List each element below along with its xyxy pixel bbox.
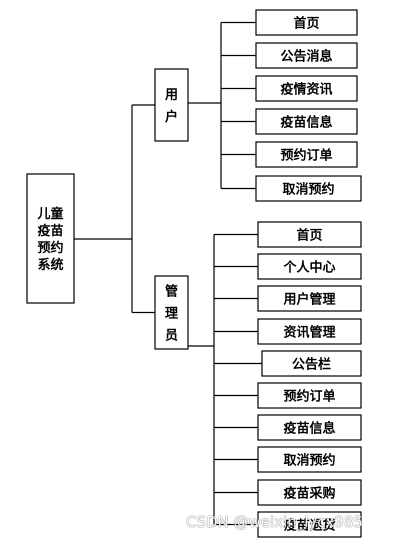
branch-node-0-label: 用户 [164,88,178,125]
leaf-node-0-4-box [255,141,358,168]
leaf-node-1-0-label: 首页 [296,228,322,244]
leaf-node-1-9: 疫苗退货 [257,511,362,538]
leaf-node-1-7-label: 取消预约 [283,453,335,469]
branch-node-1: 管理员 [154,275,189,350]
leaf-node-0-1-label: 公告消息 [280,49,332,65]
leaf-node-0-1-box [255,42,358,69]
leaf-node-1-8-label: 疫苗采购 [283,486,335,502]
root-node-label: 儿童疫苗预约系统 [36,206,63,273]
leaf-node-1-8-box [257,479,362,506]
branch-node-0-box [154,68,189,142]
leaf-node-1-4-box [261,350,362,377]
leaf-node-1-7-box [257,446,362,473]
leaf-node-0-3-label: 疫苗信息 [280,115,332,131]
leaf-node-0-0: 首页 [255,9,358,36]
leaf-node-1-0: 首页 [257,221,362,248]
leaf-node-0-1: 公告消息 [255,42,358,69]
leaf-node-0-5: 取消预约 [255,175,362,202]
branch-node-0: 用户 [154,68,189,142]
leaf-node-0-4-label: 预约订单 [280,148,332,164]
leaf-node-1-2-box [257,285,362,312]
leaf-node-0-3: 疫苗信息 [255,108,358,135]
leaf-node-1-2-label: 用户管理 [282,292,335,308]
leaf-node-1-0-box [257,221,362,248]
leaf-node-0-5-label: 取消预约 [282,182,334,198]
leaf-node-1-3-box [257,318,362,345]
leaf-node-0-0-label: 首页 [293,16,319,32]
root-node-box [26,173,75,304]
leaf-node-1-5-label: 预约订单 [283,389,335,405]
leaf-node-1-9-box [257,511,362,538]
leaf-node-0-2-label: 疫情资讯 [280,82,332,98]
leaf-node-0-0-box [255,9,358,36]
watermark: CSDN @weixin_lycx985 [186,513,364,531]
leaf-node-1-7: 取消预约 [257,446,362,473]
branch-node-1-label: 管理员 [165,284,178,344]
leaf-node-1-4: 公告栏 [261,350,362,377]
leaf-node-1-1-box [257,253,362,280]
leaf-node-0-3-box [255,108,358,135]
leaf-node-0-2: 疫情资讯 [255,75,358,102]
leaf-node-1-5: 预约订单 [257,382,362,409]
leaf-node-1-9-label: 疫苗退货 [283,518,335,534]
connector-lines [74,21,262,526]
leaf-node-1-1: 个人中心 [257,253,362,280]
leaf-node-1-6-box [257,414,362,441]
leaf-node-0-4: 预约订单 [255,141,358,168]
leaf-node-1-1-label: 个人中心 [282,260,335,276]
leaf-node-1-3-label: 资讯管理 [283,325,335,341]
leaf-node-1-6-label: 疫苗信息 [283,421,335,437]
leaf-node-1-2: 用户管理 [257,285,362,312]
leaf-node-1-5-box [257,382,362,409]
leaf-node-1-6: 疫苗信息 [257,414,362,441]
leaf-node-0-2-box [255,75,358,102]
branch-node-1-box [154,275,189,350]
leaf-node-0-5-box [255,175,362,202]
tree-nodes: 儿童疫苗预约系统用户首页公告消息疫情资讯疫苗信息预约订单取消预约管理员首页个人中… [26,9,362,538]
leaf-node-1-4-label: 公告栏 [292,357,331,373]
leaf-node-1-8: 疫苗采购 [257,479,362,506]
leaf-node-1-3: 资讯管理 [257,318,362,345]
root-node: 儿童疫苗预约系统 [26,173,75,304]
